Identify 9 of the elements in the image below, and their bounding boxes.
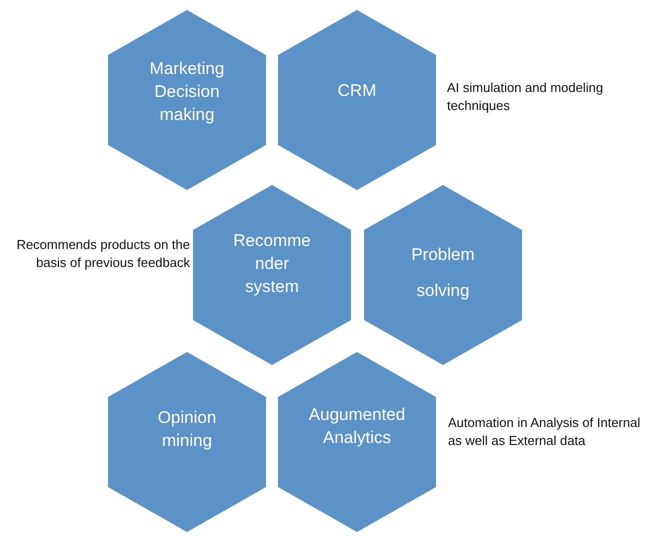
node-label: Marketing Decision making [148,58,226,126]
node-label: Augumented Analytics [308,404,406,449]
node-label: CRM [336,80,378,102]
side-note: Recommends products on the basis of previous feedback [16,236,190,272]
node-label: Recomme nder system [232,230,312,298]
node-label: Problem solving [410,244,476,302]
side-note: AI simulation and modeling techniques [447,79,604,114]
side-note: Automation in Analysis of Internal as well as External data [448,414,642,450]
node-label: Opinion mining [156,407,218,452]
